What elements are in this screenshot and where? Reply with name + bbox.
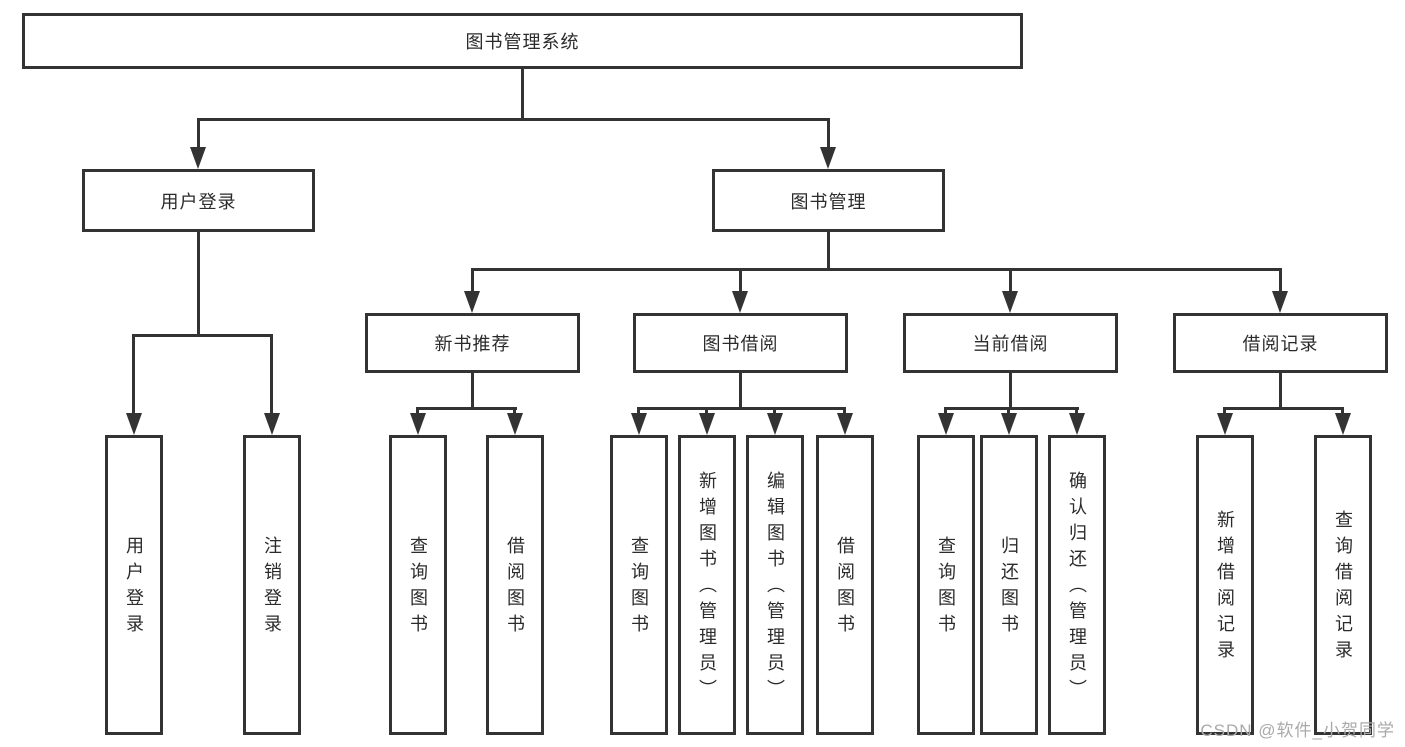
connector-line [270,334,273,417]
arrow-down-icon [631,413,647,435]
node-user-login: 用户登录 [82,169,315,232]
arrow-down-icon [732,291,748,313]
connector-line [843,407,846,417]
arrow-down-icon [767,413,783,435]
node-current-borrow: 当前借阅 [903,313,1118,373]
leaf-logout: 注销登录 [243,435,301,735]
arrow-down-icon [126,413,142,435]
connector-line [944,407,947,417]
connector-line [1223,407,1344,410]
connector-line [416,407,419,417]
node-book-borrow: 图书借阅 [633,313,848,373]
arrow-down-icon [837,413,853,435]
connector-line [513,407,516,417]
leaf-query-borrow-record: 查询借阅记录 [1314,435,1372,735]
connector-line [1279,268,1282,294]
connector-line [739,268,742,294]
leaf-confirm-return-admin: 确认归还（管理员） [1048,435,1106,735]
arrow-down-icon [1272,291,1288,313]
leaf-query-books-1: 查询图书 [389,435,447,735]
arrow-down-icon [699,413,715,435]
connector-line [471,268,1282,271]
leaf-user-login: 用户登录 [105,435,163,735]
arrow-down-icon [410,413,426,435]
leaf-query-books-3: 查询图书 [917,435,975,735]
arrow-down-icon [507,413,523,435]
arrow-down-icon [1002,291,1018,313]
connector-line [637,407,846,410]
arrow-down-icon [190,147,206,169]
connector-line [944,407,1079,410]
connector-line [1007,407,1010,417]
arrow-down-icon [938,413,954,435]
connector-line [1009,268,1012,294]
leaf-add-borrow-record: 新增借阅记录 [1196,435,1254,735]
connector-line [132,334,135,417]
connector-line [471,268,474,294]
leaf-query-books-2: 查询图书 [610,435,668,735]
arrow-down-icon [464,291,480,313]
connector-line [471,373,474,410]
node-borrow-records: 借阅记录 [1173,313,1388,373]
connector-line [197,118,200,152]
leaf-add-books-admin: 新增图书（管理员） [678,435,736,735]
connector-line [739,373,742,410]
connector-line [132,334,273,337]
node-root: 图书管理系统 [22,13,1023,69]
leaf-borrow-books-2: 借阅图书 [816,435,874,735]
connector-line [827,232,830,271]
connector-line [1223,407,1226,417]
connector-line [197,232,200,337]
arrow-down-icon [264,413,280,435]
arrow-down-icon [1335,413,1351,435]
connector-line [197,118,830,121]
connector-line [521,69,524,121]
connector-line [1279,373,1282,410]
node-book-management: 图书管理 [712,169,945,232]
connector-line [1341,407,1344,417]
connector-line [637,407,640,417]
node-new-book-recommend: 新书推荐 [365,313,580,373]
leaf-return-books: 归还图书 [980,435,1038,735]
connector-line [1075,407,1078,417]
leaf-edit-books-admin: 编辑图书（管理员） [746,435,804,735]
connector-line [705,407,708,417]
connector-line [827,118,830,152]
connector-line [1009,373,1012,410]
arrow-down-icon [1217,413,1233,435]
connector-line [416,407,517,410]
leaf-borrow-books-1: 借阅图书 [486,435,544,735]
arrow-down-icon [820,147,836,169]
connector-line [773,407,776,417]
arrow-down-icon [1069,413,1085,435]
arrow-down-icon [1001,413,1017,435]
